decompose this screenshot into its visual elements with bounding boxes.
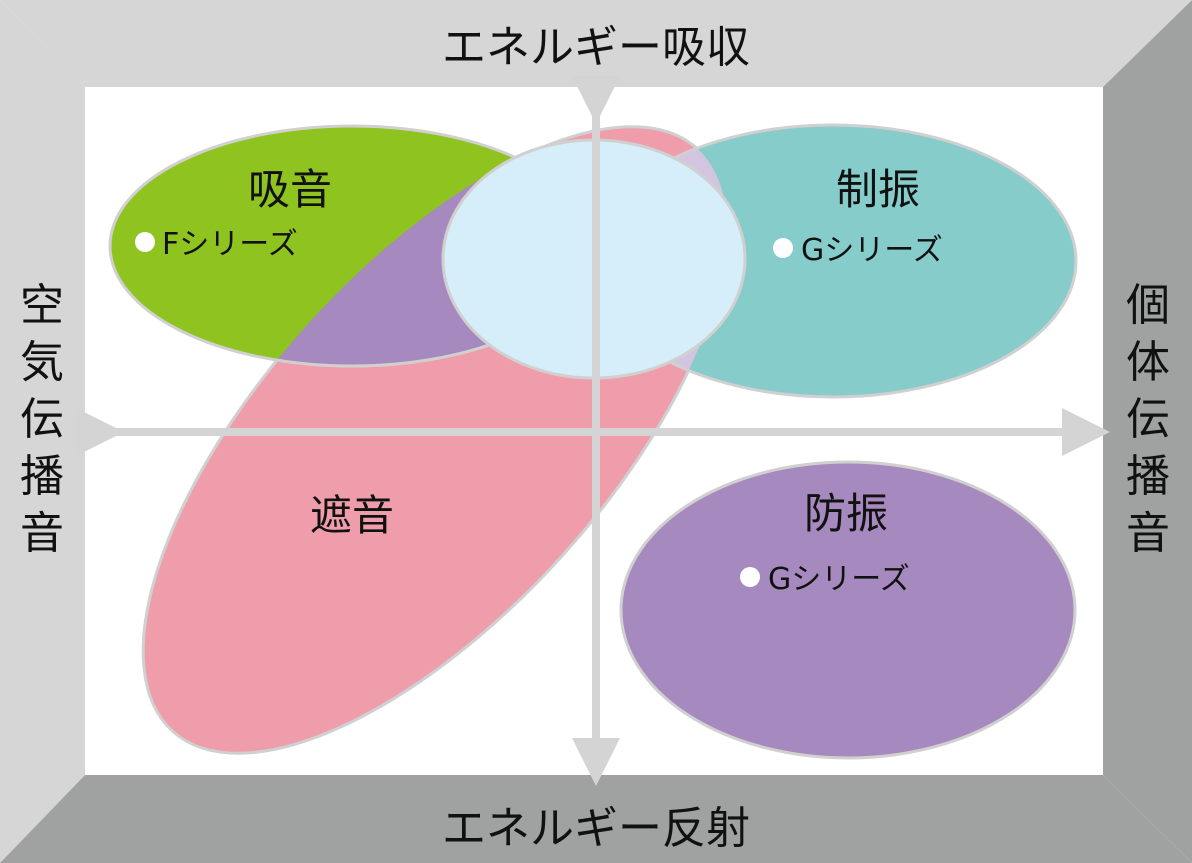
axis-left-char: 気 xyxy=(20,337,64,388)
axis-left-char: 播 xyxy=(20,451,64,502)
isolation-series: Gシリーズ xyxy=(768,562,910,597)
bullet-icon xyxy=(740,567,760,587)
insulation-label: 遮音 xyxy=(310,491,394,540)
frame-top xyxy=(0,0,1192,87)
frame-bottom xyxy=(0,775,1192,863)
axis-label-right: 個 体 伝 播 音 xyxy=(1126,280,1170,559)
absorption-series: Fシリーズ xyxy=(162,227,298,262)
frame-left xyxy=(0,0,85,863)
isolation-label: 防振 xyxy=(804,489,888,538)
absorption-label: 吸音 xyxy=(248,165,332,214)
axis-left-char: 音 xyxy=(20,508,64,559)
damping-label: 制振 xyxy=(836,165,920,214)
axis-label-left: 空 気 伝 播 音 xyxy=(20,280,64,559)
axis-left-char: 空 xyxy=(20,280,64,331)
frame-right xyxy=(1103,0,1192,863)
damping-series: Gシリーズ xyxy=(801,233,943,268)
bullet-icon xyxy=(773,238,793,258)
axis-right-char: 音 xyxy=(1126,508,1170,559)
axis-right-char: 伝 xyxy=(1126,394,1170,445)
bullet-icon xyxy=(135,232,155,252)
axis-right-char: 体 xyxy=(1126,337,1170,388)
axis-right-char: 個 xyxy=(1126,280,1170,331)
axis-label-bottom: エネルギー反射 xyxy=(442,803,750,854)
isolation-ellipse xyxy=(619,460,1077,760)
axis-right-char: 播 xyxy=(1126,451,1170,502)
axis-left-char: 伝 xyxy=(20,394,64,445)
axis-label-top: エネルギー吸収 xyxy=(442,22,750,73)
